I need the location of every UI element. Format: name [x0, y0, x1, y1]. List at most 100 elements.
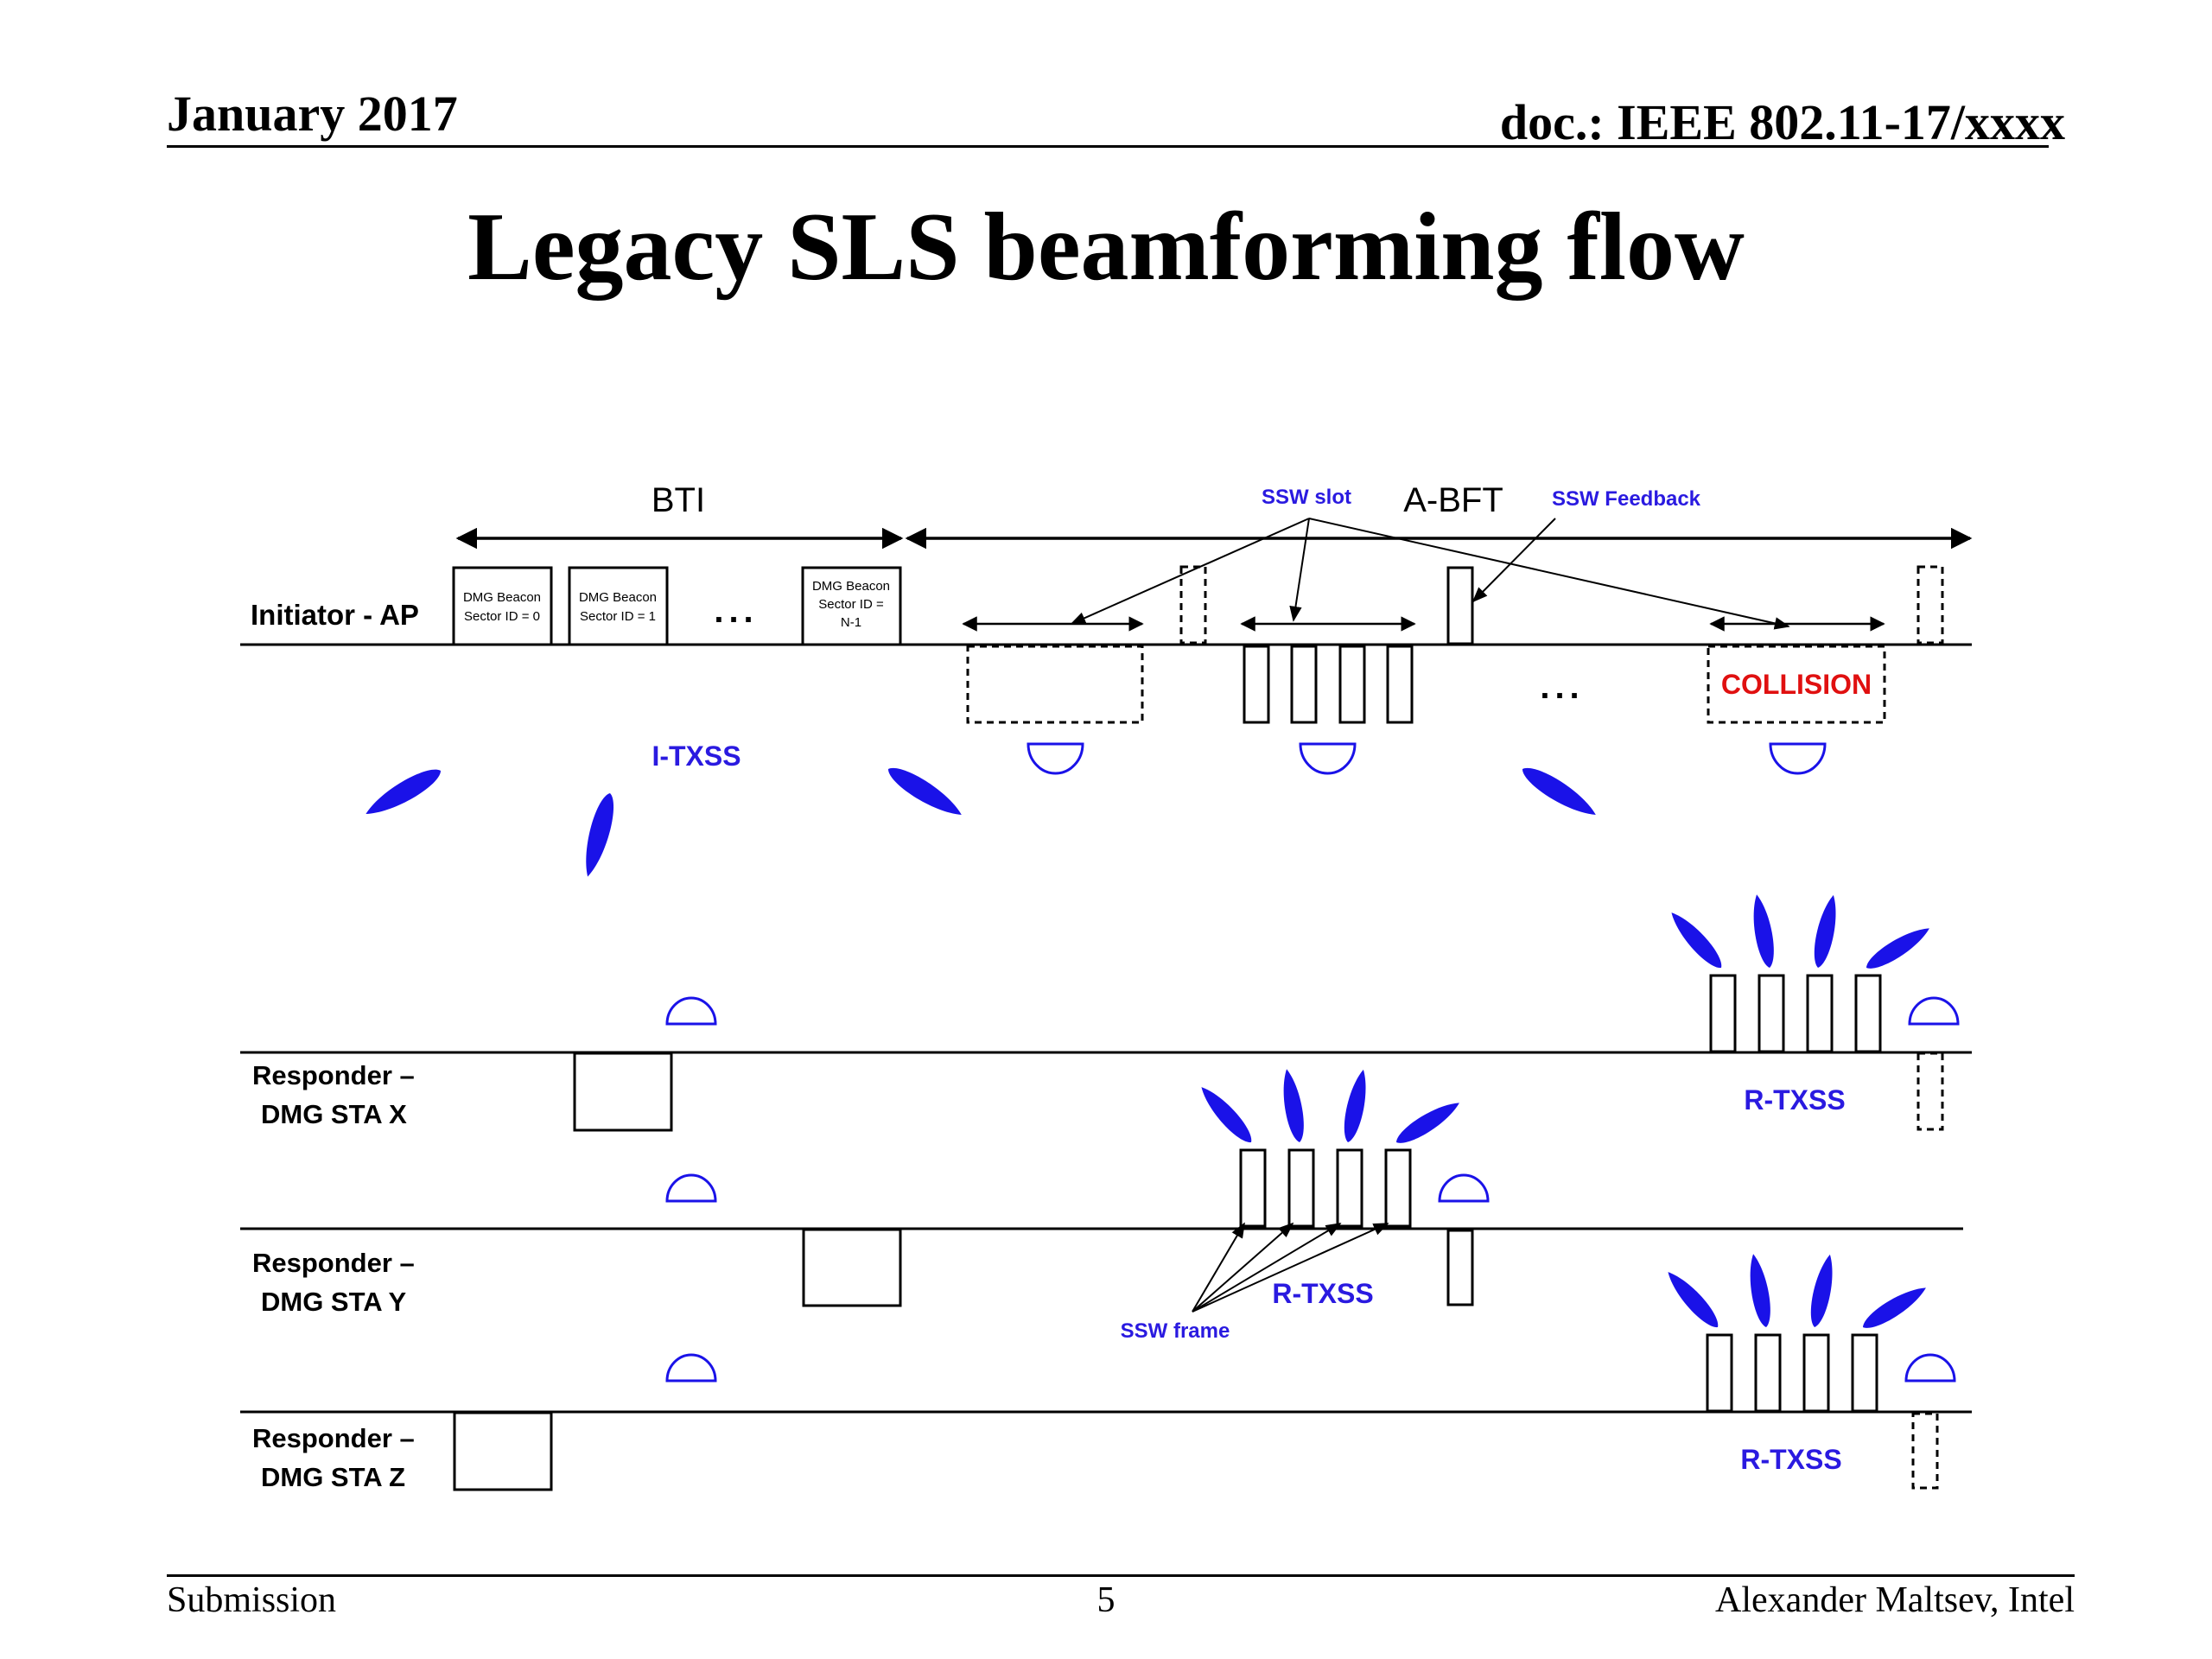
- rx-ssw-frame-3: [1338, 645, 1366, 724]
- ssw-frame-callouts: [1192, 1222, 1389, 1313]
- ssw-slot-callout-2: [1289, 518, 1310, 622]
- beacon-0-line2: Sector ID = 0: [464, 609, 540, 624]
- bti-label: BTI: [652, 481, 705, 519]
- sta-y-label-2: DMG STA Y: [261, 1287, 407, 1317]
- omni-pattern-icon: [665, 996, 717, 1026]
- sta-y-rx-ssw-feedback: [1446, 1229, 1474, 1306]
- beam-icon: [1283, 1069, 1304, 1142]
- ssw-slot-empty: [966, 645, 1144, 724]
- footer-rule: [167, 1574, 2075, 1577]
- ssw-feedback-label: SSW Feedback: [1552, 487, 1701, 511]
- ssw-feedback-frame: [1446, 566, 1474, 645]
- beacon-n-line1: DMG Beacon: [812, 579, 890, 594]
- sta-x-ssw-frame-1: [1709, 974, 1737, 1053]
- abft-ellipsis: ...: [1540, 668, 1584, 706]
- beam-icon: [1866, 928, 1929, 969]
- ssw-feedback-callout: [1471, 518, 1556, 603]
- sta-y-ssw-frame-1: [1239, 1148, 1267, 1228]
- beacon-sector-n-1: [801, 566, 902, 646]
- omni-rx-patterns: [1027, 742, 1827, 775]
- sta-x-ssw-feedback-dashed: [1916, 1052, 1944, 1131]
- beacon-n-line3: N-1: [841, 615, 861, 630]
- abft-label: A-BFT: [1403, 481, 1503, 519]
- sta-z-label-2: DMG STA Z: [261, 1462, 405, 1492]
- sta-y-ssw-frame-4: [1384, 1148, 1412, 1228]
- sta-z-rx-beacon: [453, 1411, 553, 1491]
- sta-z-r-txss-label: R-TXSS: [1740, 1444, 1841, 1475]
- initiator-label: Initiator - AP: [251, 599, 419, 631]
- sta-x-ssw-frame-2: [1758, 974, 1785, 1053]
- beam-icon: [586, 793, 613, 877]
- beacon-1-line2: Sector ID = 1: [580, 609, 656, 624]
- initiator-row: Initiator - AP DMG Beacon Sector ID = 0 …: [240, 565, 1972, 877]
- sta-x-ssw-frame-4: [1854, 974, 1882, 1053]
- beacon-sector-1: [568, 566, 669, 646]
- sta-y-row: Responder – DMG STA Y R-TXSS SSW frame: [240, 1069, 1963, 1343]
- beacon-n-line2: Sector ID =: [818, 597, 884, 612]
- sta-x-r-txss-label: R-TXSS: [1744, 1084, 1845, 1116]
- ssw-slot-label: SSW slot: [1262, 486, 1351, 509]
- ssw-feedback-dashed-2: [1916, 565, 1944, 645]
- sta-y-r-txss-label: R-TXSS: [1272, 1278, 1373, 1309]
- header-rule: [167, 145, 2049, 148]
- rx-ssw-frame-2: [1290, 645, 1318, 724]
- beacon-1-line1: DMG Beacon: [579, 590, 657, 605]
- beam-icon: [1396, 1103, 1459, 1143]
- omni-pattern-icon: [1027, 742, 1084, 775]
- beam-icon: [1668, 1272, 1719, 1328]
- omni-pattern-icon: [1904, 1353, 1956, 1382]
- sta-z-ssw-feedback-dashed: [1911, 1412, 1939, 1490]
- sta-z-row: Responder – DMG STA Z R-TXSS: [240, 1254, 1972, 1492]
- omni-pattern-icon: [665, 1353, 717, 1382]
- collision-slot: [1707, 645, 1886, 724]
- beam-icon: [1344, 1069, 1366, 1142]
- sta-y-label-1: Responder –: [252, 1248, 415, 1278]
- sta-z-r-txss-beams: [1668, 1254, 1926, 1328]
- beam-icon: [1863, 1287, 1926, 1328]
- sta-y-r-txss-beams: [1201, 1069, 1459, 1143]
- beam-icon: [1671, 912, 1722, 969]
- footer-submission: Submission: [167, 1580, 337, 1620]
- sta-y-rx-beacon: [802, 1228, 902, 1307]
- sta-x-r-txss-beams: [1671, 894, 1929, 969]
- beam-icon: [1750, 1254, 1770, 1327]
- omni-pattern-icon: [1438, 1173, 1490, 1203]
- rx-ssw-frame-4: [1386, 645, 1414, 724]
- beam-icon: [887, 767, 962, 815]
- footer-author: Alexander Maltsev, Intel: [1715, 1580, 2075, 1620]
- beam-icon: [365, 769, 442, 814]
- omni-pattern-icon: [665, 1173, 717, 1203]
- i-txss-beams: [365, 767, 1596, 877]
- omni-pattern-icon: [1908, 996, 1960, 1026]
- header-date: January 2017: [167, 86, 458, 142]
- sta-x-label-2: DMG STA X: [261, 1099, 407, 1129]
- sta-x-row: Responder – DMG STA X R-TXSS: [240, 894, 1972, 1132]
- beam-icon: [1810, 1254, 1833, 1327]
- beacon-ellipsis: ...: [714, 592, 758, 630]
- sta-x-label-1: Responder –: [252, 1060, 415, 1090]
- collision-label: COLLISION: [1721, 669, 1872, 700]
- callout-lines: [1070, 518, 1790, 630]
- beam-icon: [1522, 767, 1596, 815]
- i-txss-label: I-TXSS: [652, 741, 741, 772]
- ssw-frame-label: SSW frame: [1121, 1319, 1230, 1343]
- sta-z-label-1: Responder –: [252, 1423, 415, 1453]
- header-doc-id: doc.: IEEE 802.11-17/xxxx: [1499, 94, 2065, 150]
- sta-y-ssw-frame-2: [1287, 1148, 1315, 1228]
- sta-x-ssw-frame-3: [1806, 974, 1834, 1053]
- slide-title: Legacy SLS beamforming flow: [467, 194, 1745, 301]
- beacon-sector-0: [452, 566, 553, 646]
- ssw-slot-callout-1: [1070, 518, 1310, 625]
- beam-icon: [1753, 894, 1774, 968]
- ssw-frame-callout-1: [1192, 1222, 1245, 1313]
- ssw-frame-callout-3: [1192, 1223, 1342, 1313]
- sta-z-ssw-frame-2: [1754, 1333, 1782, 1413]
- footer-page-number: 5: [1096, 1580, 1116, 1620]
- beam-icon: [1814, 894, 1836, 968]
- beacon-0-line1: DMG Beacon: [463, 590, 541, 605]
- sta-z-ssw-frame-4: [1851, 1333, 1878, 1413]
- sta-z-ssw-frame-3: [1802, 1333, 1830, 1413]
- rx-ssw-frame-1: [1243, 645, 1270, 724]
